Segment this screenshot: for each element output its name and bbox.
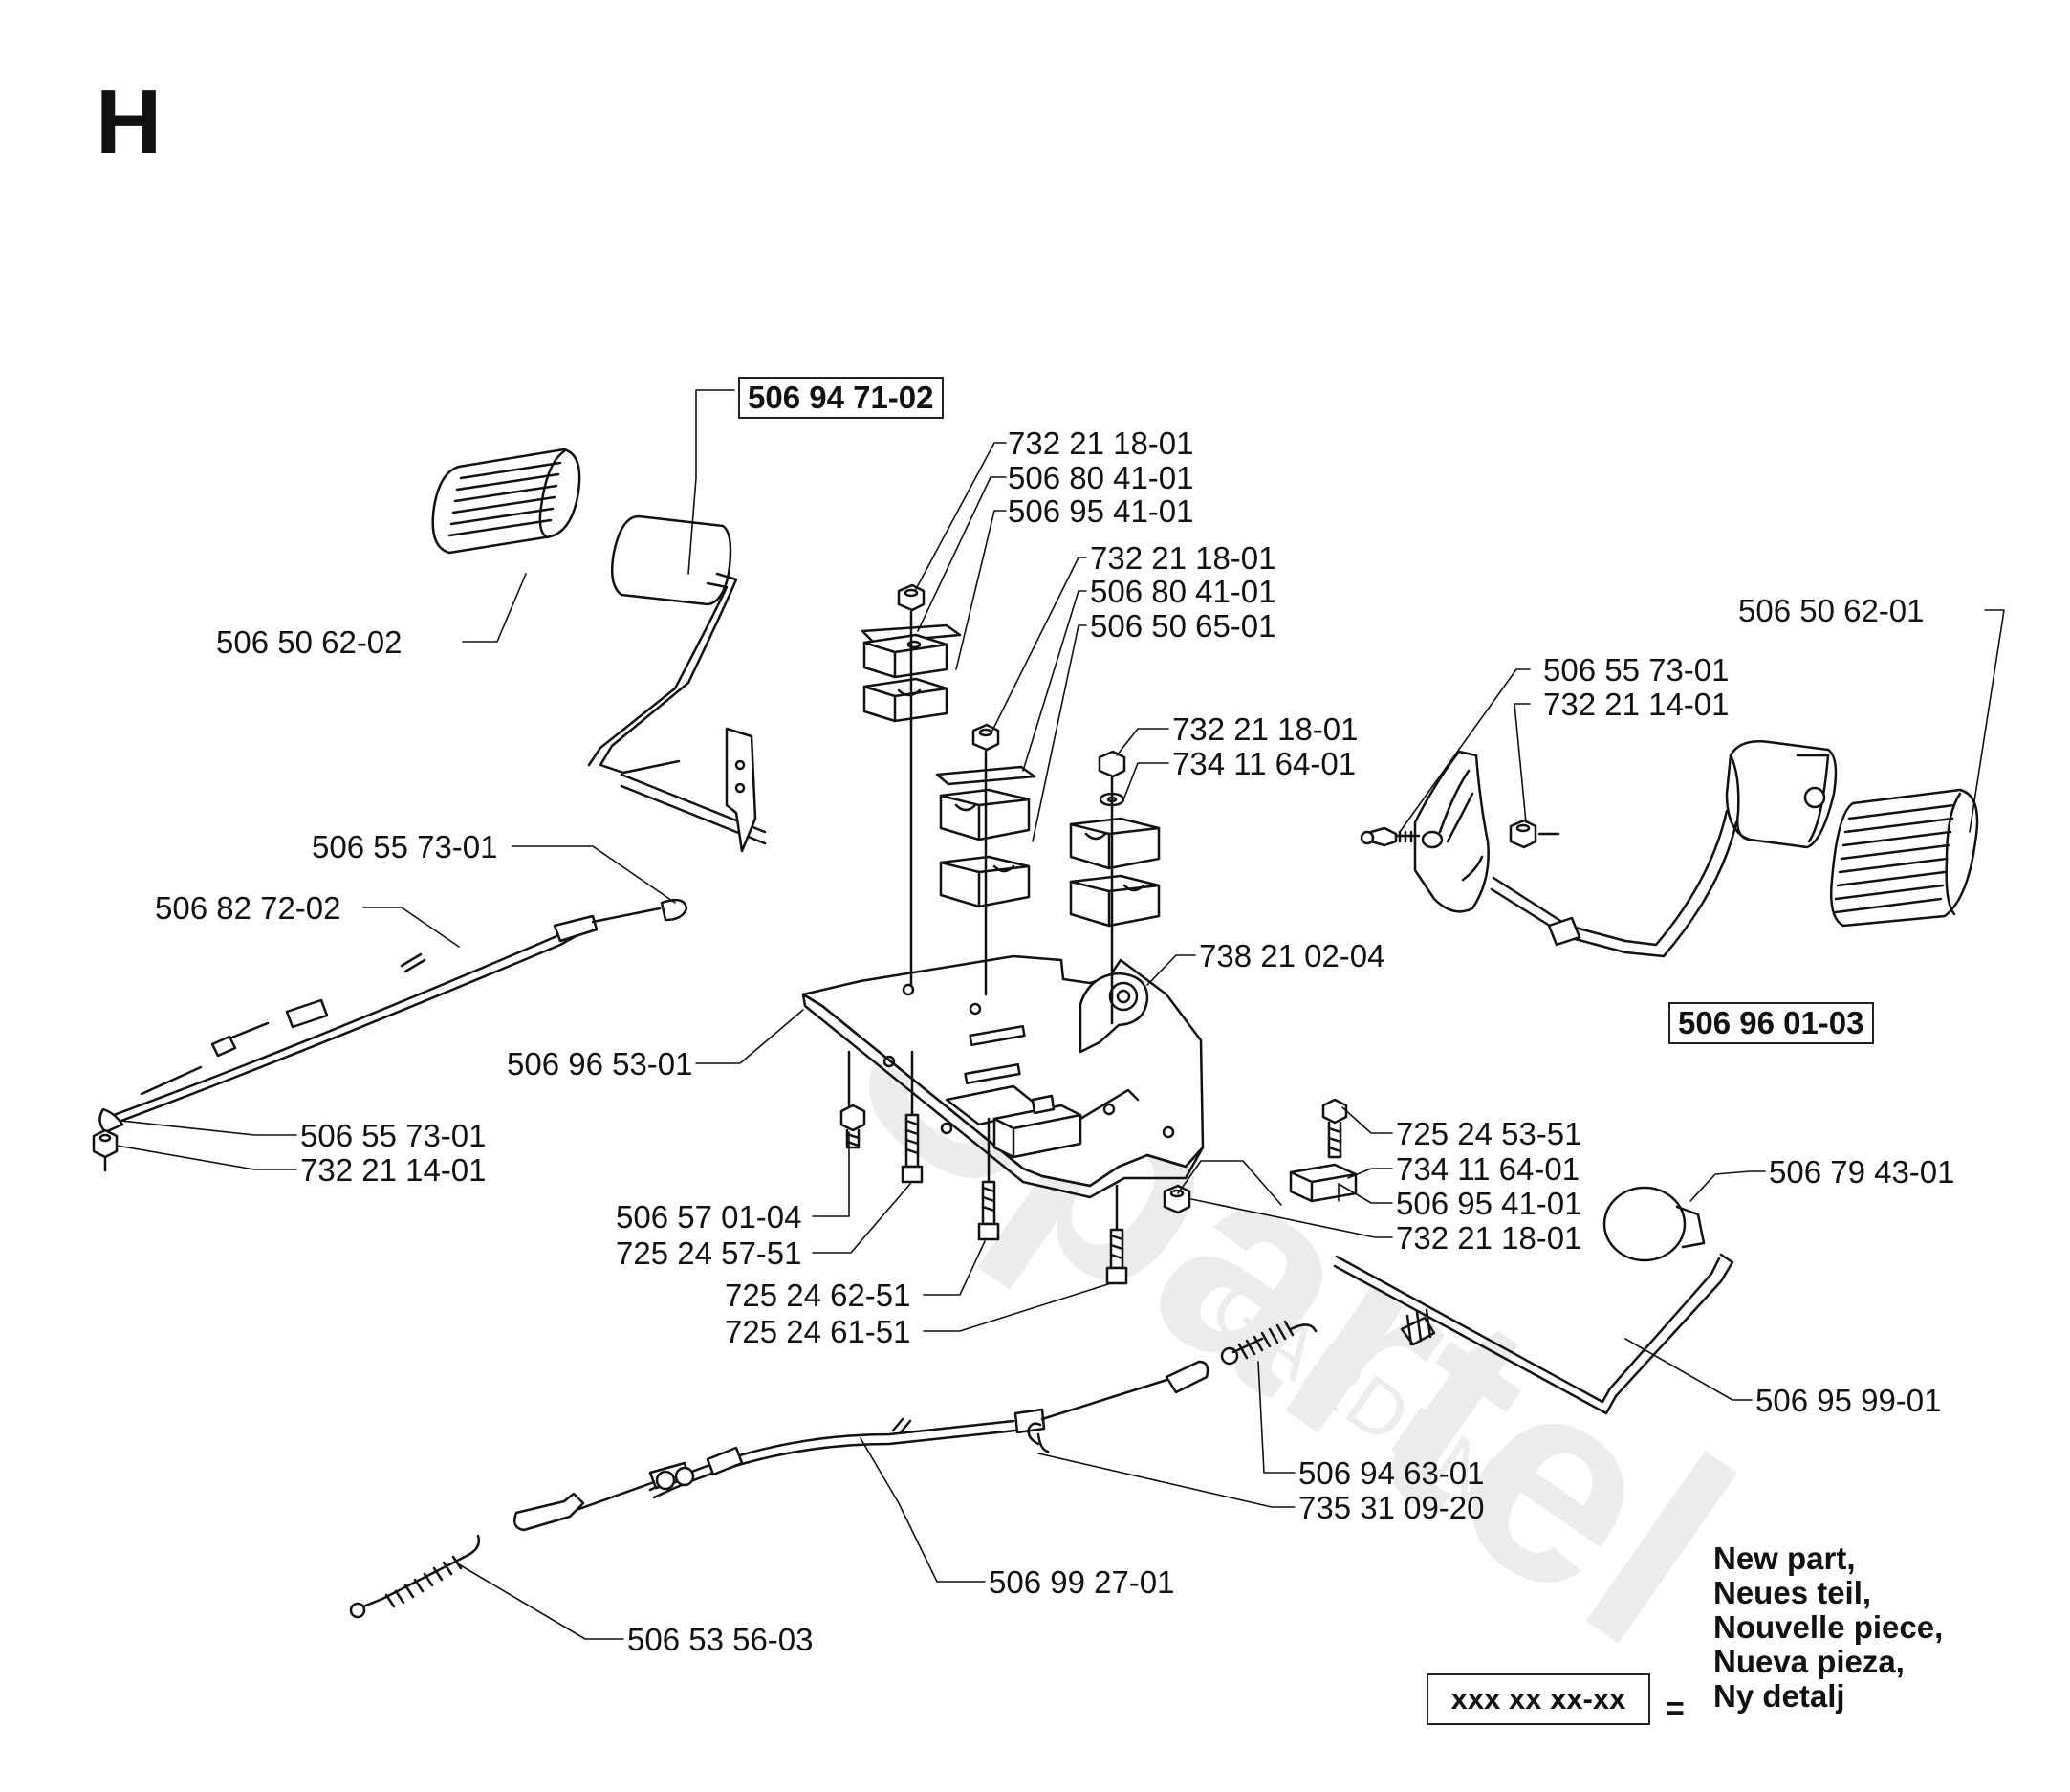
label-part[interactable]: 734 11 64-01 — [1396, 1151, 1580, 1187]
label-part[interactable]: 738 21 02-04 — [1199, 938, 1385, 973]
label-part[interactable]: 506 82 72-02 — [155, 890, 341, 926]
pedal-pad-right — [1830, 788, 1979, 928]
label-part[interactable]: 506 57 01-04 — [616, 1199, 802, 1235]
safety-switch — [992, 1088, 1140, 1159]
label-part[interactable]: 506 96 53-01 — [507, 1046, 693, 1082]
label-part[interactable]: 725 24 53-51 — [1396, 1116, 1582, 1151]
e-clip-735 — [1027, 1422, 1050, 1453]
label-part[interactable]: 506 55 73-01 — [312, 829, 498, 864]
label-part[interactable]: 725 24 62-51 — [725, 1278, 911, 1313]
label-part[interactable]: 725 24 61-51 — [725, 1314, 911, 1349]
legend-line: New part, — [1713, 1541, 1856, 1576]
legend-line: Nueva pieza, — [1713, 1644, 1905, 1679]
bolt-725-57 — [901, 1113, 924, 1184]
legend-line: Neues teil, — [1713, 1575, 1872, 1610]
spring-506-53-56 — [349, 1534, 481, 1619]
label-part[interactable]: 506 55 73-01 — [1543, 652, 1730, 688]
label-part[interactable]: 506 95 99-01 — [1755, 1383, 1942, 1418]
section-letter: H — [96, 71, 163, 173]
link-lever — [1079, 972, 1149, 1054]
shift-rod — [1333, 1253, 1734, 1415]
label-part[interactable]: 506 80 41-01 — [1090, 574, 1276, 609]
bushing-stack-c — [1069, 750, 1161, 928]
drive-pedal-right — [1490, 740, 1838, 958]
nut-732-21-14-l — [92, 1128, 119, 1172]
label-part[interactable]: 735 31 09-20 — [1298, 1490, 1485, 1525]
legend-line: Ny detalj — [1713, 1678, 1845, 1714]
label-new-part-top[interactable]: 506 94 71-02 — [738, 377, 944, 419]
pivot-bracket — [1413, 750, 1490, 913]
clip-506-95-b — [1289, 1163, 1358, 1203]
label-part[interactable]: 732 21 18-01 — [1090, 540, 1276, 576]
bolt-506-57 — [839, 1104, 866, 1149]
nut-732-21-14-r — [1509, 819, 1560, 849]
label-part[interactable]: 732 21 18-01 — [1008, 426, 1194, 461]
shift-knob — [1602, 1186, 1706, 1262]
legend-equals: = — [1666, 1691, 1685, 1727]
brake-pedal-left — [587, 514, 767, 853]
legend-line: Nouvelle piece, — [1713, 1609, 1944, 1645]
label-part[interactable]: 506 80 41-01 — [1008, 460, 1194, 495]
label-part[interactable]: 506 79 43-01 — [1769, 1154, 1955, 1190]
bolt-725-62 — [977, 1180, 1000, 1241]
legend-box: xxx xx xx-xx — [1427, 1673, 1650, 1725]
throttle-cable-left — [98, 898, 688, 1149]
bushing-stack-b — [935, 723, 1036, 908]
label-part[interactable]: 506 50 65-01 — [1090, 608, 1276, 644]
label-part[interactable]: 506 50 62-02 — [216, 624, 403, 660]
label-part[interactable]: 506 55 73-01 — [300, 1118, 487, 1153]
legend-new-part: New part, Neues teil, Nouvelle piece, Nu… — [1713, 1541, 1943, 1714]
label-part[interactable]: 506 95 41-01 — [1008, 493, 1194, 529]
bolt-725-61 — [1105, 1228, 1128, 1285]
label-part[interactable]: 732 21 14-01 — [1543, 687, 1730, 722]
ball-joint-right — [1360, 826, 1421, 847]
spring-506-94-63 — [1220, 1320, 1318, 1366]
label-part[interactable]: 506 94 63-01 — [1298, 1455, 1485, 1491]
brake-cable-bottom — [513, 1360, 1209, 1532]
label-part[interactable]: 734 11 64-01 — [1172, 746, 1357, 781]
label-new-part-right[interactable]: 506 96 01-03 — [1668, 1002, 1874, 1044]
leader-lines — [116, 389, 2005, 1640]
label-part[interactable]: 725 24 57-51 — [616, 1235, 802, 1271]
label-part[interactable]: 506 53 56-03 — [627, 1622, 814, 1657]
label-part[interactable]: 732 21 18-01 — [1172, 711, 1359, 747]
label-part[interactable]: 506 99 27-01 — [989, 1564, 1175, 1600]
label-part[interactable]: 732 21 14-01 — [300, 1152, 487, 1188]
label-part[interactable]: 506 50 62-01 — [1738, 593, 1925, 628]
bolt-725-53 — [1321, 1098, 1348, 1159]
nut-732-d — [1163, 1184, 1191, 1214]
label-part[interactable]: 506 95 41-01 — [1396, 1186, 1582, 1221]
pedal-pad-left — [431, 448, 581, 555]
label-part[interactable]: 732 21 18-01 — [1396, 1220, 1582, 1256]
